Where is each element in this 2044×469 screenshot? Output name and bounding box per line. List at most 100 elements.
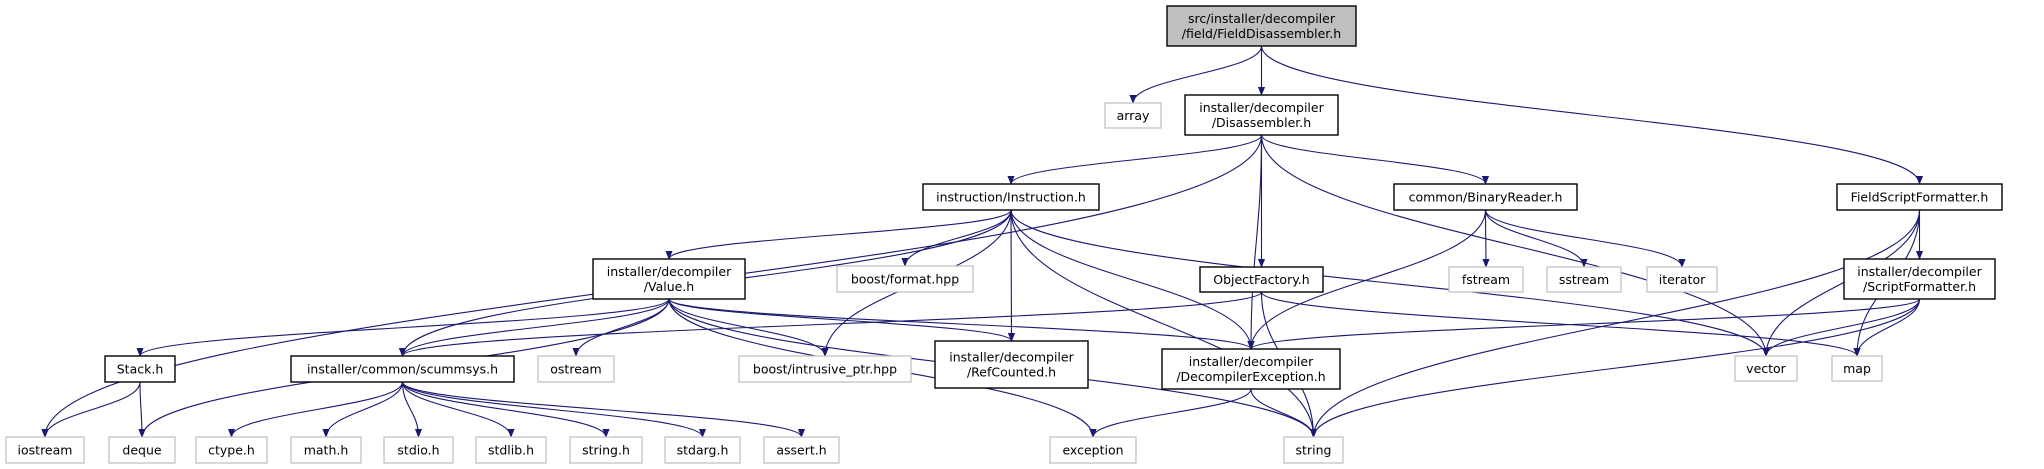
node-stdlib: stdlib.h xyxy=(475,436,547,464)
node-label: vector xyxy=(1746,361,1787,376)
node-label: /ScriptFormatter.h xyxy=(1863,279,1976,294)
node-stack[interactable]: Stack.h xyxy=(104,355,176,383)
node-box xyxy=(5,436,85,464)
node-deque: deque xyxy=(108,436,176,464)
node-label: installer/decompiler xyxy=(1199,100,1324,115)
edge-fieldscriptformatter-to-vector xyxy=(1762,209,1921,357)
edge-scriptformatter-to-vector xyxy=(1762,298,1921,357)
node-box xyxy=(1199,266,1324,293)
edge-instruction-to-decompilerexception xyxy=(1010,209,1255,350)
node-box xyxy=(290,355,515,383)
node-box xyxy=(1831,355,1883,382)
edge-decompilerexception-to-string xyxy=(1250,388,1318,438)
node-root[interactable]: src/installer/decompiler/field/FieldDisa… xyxy=(1166,5,1357,47)
node-boost_format: boost/format.hpp xyxy=(836,265,974,293)
node-math: math.h xyxy=(290,436,362,464)
node-label: common/BinaryReader.h xyxy=(1409,190,1563,205)
edge-scummsys-to-assert xyxy=(401,381,805,438)
node-iterator: iterator xyxy=(1646,266,1718,293)
edge-scummsys-to-ctype xyxy=(227,381,404,438)
node-label: /Disassembler.h xyxy=(1212,115,1311,130)
node-label: stdarg.h xyxy=(677,443,729,458)
edge-scummsys-to-string_h xyxy=(401,381,610,438)
edge-root-to-array xyxy=(1129,45,1263,104)
edge-value-to-stack xyxy=(136,298,670,357)
edge-disassembler-to-decompilerexception xyxy=(1247,134,1263,350)
edge-value-to-scummsys xyxy=(398,298,670,357)
node-label: map xyxy=(1843,361,1871,376)
edge-instruction-to-refcounted xyxy=(1007,209,1016,342)
edge-objectfactory-to-map xyxy=(1260,291,1861,357)
node-array: array xyxy=(1104,102,1162,129)
node-label: iterator xyxy=(1659,272,1706,287)
edge-instruction-to-string xyxy=(1010,209,1318,438)
node-disassembler[interactable]: installer/decompiler/Disassembler.h xyxy=(1184,94,1339,136)
node-label: boost/intrusive_ptr.hpp xyxy=(753,362,897,377)
node-objectfactory[interactable]: ObjectFactory.h xyxy=(1199,266,1324,293)
edge-scummsys-to-stdio xyxy=(401,381,423,438)
node-label: installer/decompiler xyxy=(607,264,732,279)
node-label: deque xyxy=(122,443,161,458)
node-vector: vector xyxy=(1734,355,1798,382)
edge-instruction-to-vector xyxy=(1010,209,1770,357)
edge-value-to-ostream xyxy=(572,298,670,357)
node-box xyxy=(1104,102,1162,129)
node-box xyxy=(104,355,176,383)
node-box xyxy=(1734,355,1798,382)
node-box xyxy=(1184,94,1339,136)
node-string_h: string.h xyxy=(569,436,643,464)
edge-scriptformatter-to-decompilerexception xyxy=(1247,298,1921,350)
node-label: iostream xyxy=(18,443,73,458)
node-string: string xyxy=(1283,436,1344,464)
node-fieldscriptformatter[interactable]: FieldScriptFormatter.h xyxy=(1836,183,2003,211)
nodes-layer: src/installer/decompiler/field/FieldDisa… xyxy=(5,5,2003,464)
edge-disassembler-to-binaryreader xyxy=(1260,134,1490,185)
edge-decompilerexception-to-exception xyxy=(1089,388,1252,438)
node-label: installer/decompiler xyxy=(1857,264,1982,279)
edge-scummsys-to-stdlib xyxy=(401,381,515,438)
node-value[interactable]: installer/decompiler/Value.h xyxy=(592,258,746,300)
node-box xyxy=(738,355,912,383)
node-box xyxy=(934,340,1089,389)
node-label: installer/decompiler xyxy=(949,350,1074,365)
edge-stack-to-iostream xyxy=(41,381,141,438)
edge-disassembler-to-vector xyxy=(1260,134,1770,357)
edge-binaryreader-to-fstream xyxy=(1482,209,1490,268)
node-binaryreader[interactable]: common/BinaryReader.h xyxy=(1393,183,1578,211)
node-stdarg: stdarg.h xyxy=(664,436,741,464)
node-sstream: sstream xyxy=(1546,266,1622,293)
edge-stack-to-deque xyxy=(138,381,146,438)
node-fstream: fstream xyxy=(1448,266,1524,293)
edge-binaryreader-to-sstream xyxy=(1484,209,1588,268)
edge-root-to-fieldscriptformatter xyxy=(1260,45,1924,185)
node-label: installer/decompiler xyxy=(1189,354,1314,369)
node-label: FieldScriptFormatter.h xyxy=(1851,190,1989,205)
node-label: src/installer/decompiler xyxy=(1188,11,1336,26)
node-label: string xyxy=(1296,443,1332,458)
node-box xyxy=(1283,436,1344,464)
edge-scummsys-to-stdarg xyxy=(401,381,707,438)
node-label: stdio.h xyxy=(397,443,439,458)
node-iostream: iostream xyxy=(5,436,85,464)
node-label: exception xyxy=(1062,443,1123,458)
node-box xyxy=(290,436,362,464)
node-label: boost/format.hpp xyxy=(851,272,959,287)
node-label: fstream xyxy=(1462,272,1510,287)
edge-value-to-intrusive_ptr xyxy=(668,298,829,357)
node-scriptformatter[interactable]: installer/decompiler/ScriptFormatter.h xyxy=(1843,258,1996,300)
node-box xyxy=(836,265,974,293)
node-scummsys[interactable]: installer/common/scummsys.h xyxy=(290,355,515,383)
edge-value-to-refcounted xyxy=(668,298,1015,342)
node-instruction[interactable]: instruction/Instruction.h xyxy=(922,183,1100,211)
node-stdio: stdio.h xyxy=(383,436,454,464)
node-label: math.h xyxy=(304,443,349,458)
node-decompilerexception[interactable]: installer/decompiler/DecompilerException… xyxy=(1161,348,1341,390)
node-box xyxy=(922,183,1100,211)
node-label: array xyxy=(1117,108,1150,123)
node-label: instruction/Instruction.h xyxy=(936,190,1086,205)
node-box xyxy=(664,436,741,464)
node-label: /DecompilerException.h xyxy=(1176,369,1325,384)
edge-value-to-decompilerexception xyxy=(668,298,1255,350)
node-refcounted[interactable]: installer/decompiler/RefCounted.h xyxy=(934,340,1089,389)
